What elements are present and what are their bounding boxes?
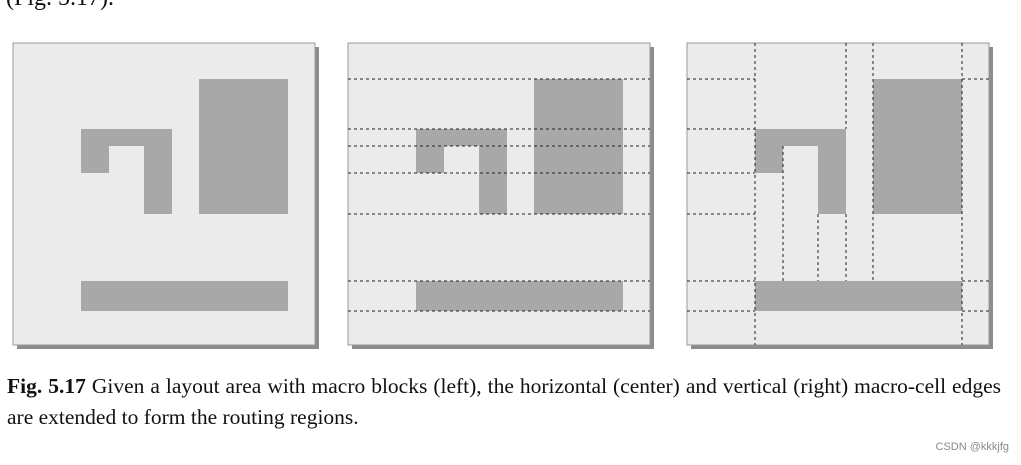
watermark: CSDN @kkkjfg — [935, 441, 1009, 453]
horizontal-edges-diagram — [347, 42, 654, 349]
figure-caption: Fig. 5.17 Given a layout area with macro… — [7, 371, 1001, 433]
macro-block-wide — [81, 281, 288, 311]
caption-text: Given a layout area with macro blocks (l… — [7, 374, 1001, 429]
macro-blocks-diagram — [12, 42, 319, 349]
figure-panel-vertical-edges — [686, 42, 993, 349]
macro-block-wide — [416, 281, 623, 311]
macro-block-wide — [755, 281, 962, 311]
figure-label: Fig. 5.17 — [7, 374, 86, 398]
macro-block-hook — [755, 129, 846, 214]
preceding-text-line: (Fig. 5.17). — [6, 0, 114, 13]
vertical-edges-diagram — [686, 42, 993, 349]
figure-panel-horizontal-edges — [347, 42, 654, 349]
horizontal-cut-lines — [348, 78, 650, 312]
macro-block-hook — [81, 129, 172, 214]
macro-block-tall — [199, 79, 288, 214]
figure-panel-macro-blocks — [12, 42, 319, 349]
cut-lines — [687, 43, 989, 345]
macro-block-hook — [416, 129, 507, 214]
macro-block-tall — [873, 79, 962, 214]
